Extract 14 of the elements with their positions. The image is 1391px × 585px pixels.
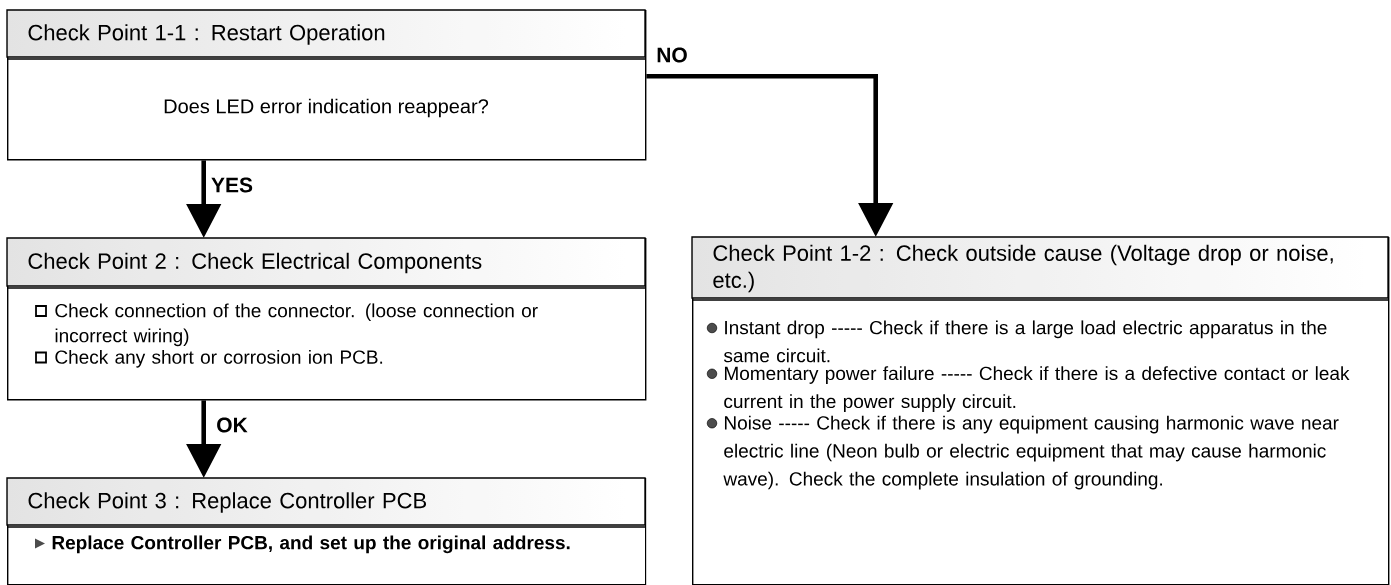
bullet-text: Instant drop ----- Check if there is a large load electric apparatus in the same circuit. <box>723 320 1327 363</box>
bullet-text: Replace Controller PCB, and set up the original address. <box>52 535 570 554</box>
header-band: Check Point 2 : Check Electrical Components <box>6 237 646 289</box>
bullet-text: Momentary power failure ----- Check if there is a defective contact or leak current in the power supply circuit. <box>724 366 1350 412</box>
question-text: Does LED error indication reappear? <box>164 98 489 118</box>
edge-label: YES <box>211 177 253 193</box>
bullet-text: Check any short or corrosion ion PCB. <box>55 349 383 368</box>
bullet-text: Check connection of the connector. (loose connection or incorrect wiring) <box>55 303 538 347</box>
header-band: Check Point 1-1 : Restart Operation <box>6 9 646 60</box>
bullet-text: Noise ----- Check if there is any equipment causing harmonic wave near electric line (Neon bulb or electric equipment that may cause harmonic wave). Check the complete insulation of grounding. <box>723 415 1339 490</box>
header-band: Check Point 3 : Replace Controller PCB <box>6 477 646 528</box>
header-band: Check Point 1-2 : Check outside cause (Voltage drop or noise, etc.) <box>691 236 1389 301</box>
edge-label: NO <box>657 47 687 63</box>
edge-label: OK <box>217 417 248 433</box>
